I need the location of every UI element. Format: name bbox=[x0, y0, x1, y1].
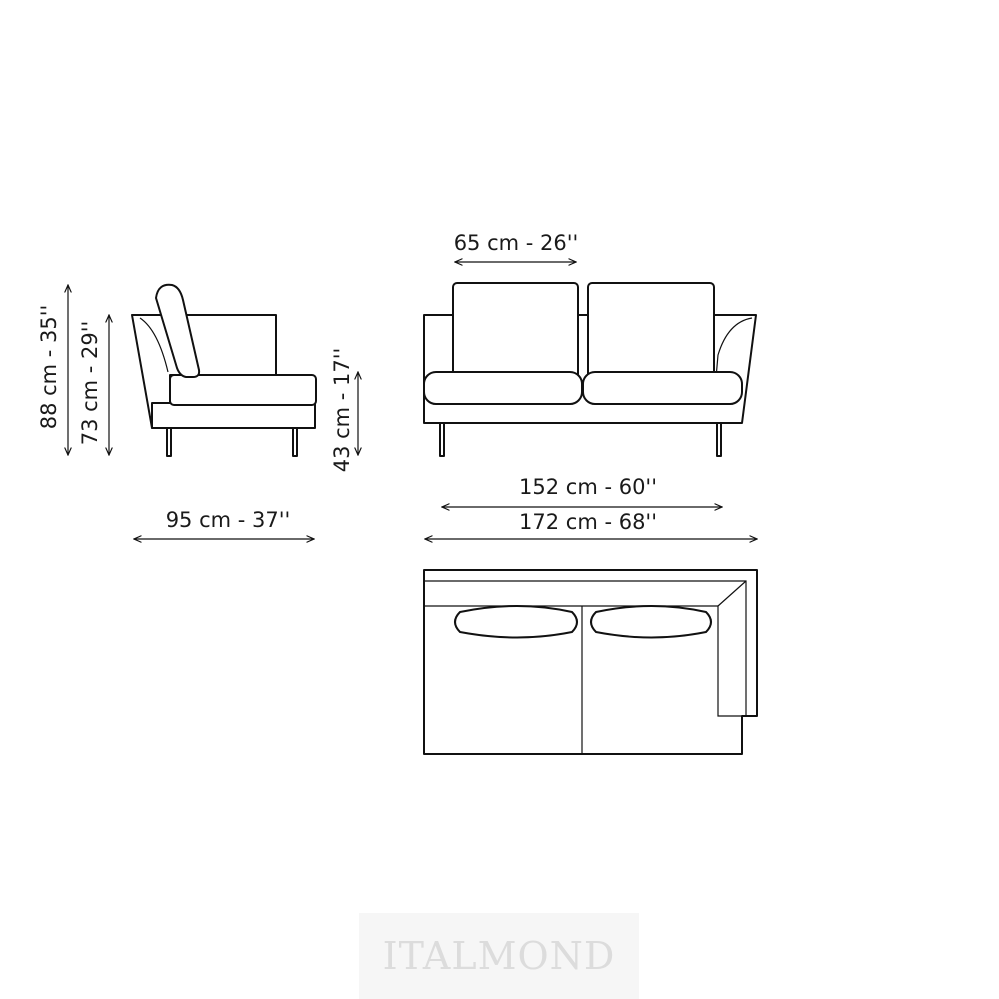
front-leg-right bbox=[716, 422, 722, 457]
top-back-inner bbox=[424, 605, 757, 717]
side-base bbox=[151, 402, 316, 429]
side-view bbox=[131, 283, 317, 457]
front-seat-cushion-left bbox=[423, 371, 583, 405]
dimension-labels: 65 cm - 26'' 88 cm - 35'' 73 cm - 29'' 4… bbox=[37, 231, 657, 534]
top-outer bbox=[423, 569, 758, 755]
top-view bbox=[423, 569, 758, 755]
seat-height-label: 43 cm - 17'' bbox=[330, 348, 354, 473]
top-back-cushion-right bbox=[590, 605, 712, 639]
front-arm-curve bbox=[715, 317, 753, 379]
front-back-cushion-left bbox=[452, 282, 579, 379]
inner-width-label: 152 cm - 60'' bbox=[519, 475, 657, 499]
watermark: ITALMOND bbox=[359, 913, 639, 999]
front-leg-left bbox=[439, 422, 445, 457]
side-arm-curve bbox=[139, 317, 169, 373]
seat-width-label: 65 cm - 26'' bbox=[454, 231, 579, 255]
side-back-cushion bbox=[155, 283, 201, 378]
side-seat-cushion bbox=[169, 374, 317, 406]
total-width-label: 172 cm - 68'' bbox=[519, 510, 657, 534]
front-view bbox=[423, 282, 757, 457]
front-back-cushion-right bbox=[587, 282, 715, 379]
side-leg-back bbox=[292, 427, 298, 457]
dimension-lines bbox=[68, 262, 757, 539]
watermark-text: ITALMOND bbox=[382, 934, 616, 978]
arm-height-label: 73 cm - 29'' bbox=[78, 321, 102, 446]
total-height-label: 88 cm - 35'' bbox=[37, 305, 61, 430]
top-corner-miter bbox=[717, 580, 747, 607]
side-leg-front bbox=[166, 427, 172, 457]
depth-label: 95 cm - 37'' bbox=[166, 508, 291, 532]
top-back-cushion-left bbox=[454, 605, 578, 639]
front-seat-cushion-right bbox=[582, 371, 743, 405]
